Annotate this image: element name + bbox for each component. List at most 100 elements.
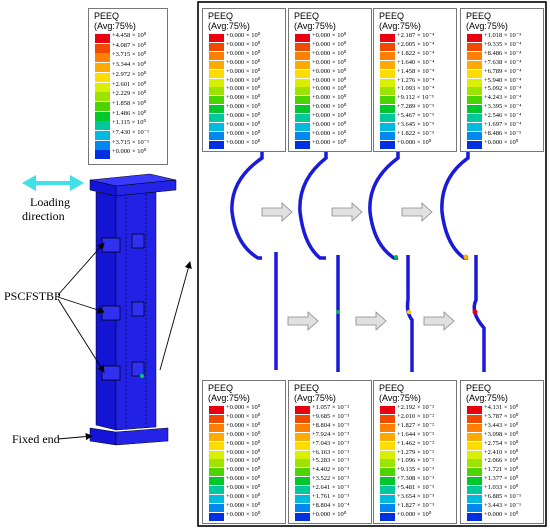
legend-swatch	[380, 60, 395, 69]
legend-value: +0.000 × 10⁰	[226, 439, 261, 447]
legend-swatch	[95, 121, 110, 131]
legend-value: +2.754 × 10⁰	[484, 439, 519, 447]
legend-title: PEEQ	[379, 383, 405, 393]
legend-subtitle: (Avg:75%)	[466, 21, 508, 31]
legend-swatch	[380, 441, 395, 450]
legend-value: +1.276 × 10⁻⁴	[397, 76, 435, 84]
legend-swatch	[209, 486, 224, 495]
legend-value: +0.000 × 10⁰	[312, 40, 347, 48]
legend-value: +1.462 × 10⁻²	[397, 439, 435, 447]
legend-swatch	[380, 105, 395, 114]
legend-swatch	[209, 78, 224, 87]
legend-swatch	[295, 114, 310, 123]
legend-value: +5.283 × 10⁻³	[312, 457, 350, 465]
legend-value: +7.430 × 10⁻¹	[112, 129, 150, 136]
legend-swatch	[467, 96, 482, 105]
legend-swatch	[209, 459, 224, 468]
legend-value: +4.458 × 10⁰	[112, 32, 147, 39]
legend-value: +1.640 × 10⁻⁴	[397, 58, 435, 66]
legend-swatch	[295, 69, 310, 78]
legend-value: +5.940 × 10⁻⁴	[484, 76, 522, 84]
legend-swatch	[467, 406, 482, 414]
legend-value: +0.000 × 10⁰	[312, 32, 347, 39]
fixed-end-leader	[57, 432, 93, 441]
legend-value: +8.486 × 10⁻⁴	[484, 49, 522, 57]
legend-value: +8.486 × 10⁻⁵	[484, 129, 522, 137]
legend-swatch	[295, 432, 310, 441]
legend-title: PEEQ	[294, 11, 320, 21]
legend-swatch	[467, 131, 482, 140]
legend-swatch	[295, 486, 310, 495]
legend-value: +0.000 × 10⁰	[112, 148, 147, 156]
legend-swatch	[467, 441, 482, 450]
top-legend-3: PEEQ(Avg:75%)+2.187 × 10⁻⁴+2.005 × 10⁻⁴+…	[373, 8, 457, 152]
legend-title: PEEQ	[208, 11, 234, 21]
legend-swatch	[295, 450, 310, 459]
legend-swatch	[295, 414, 310, 423]
legend-swatch	[209, 503, 224, 512]
legend-value: +7.043 × 10⁻³	[312, 439, 350, 447]
legend-subtitle: (Avg:75%)	[208, 393, 250, 403]
deformation-bottom-row	[274, 252, 486, 372]
legend-swatch	[95, 131, 110, 140]
legend-value: +3.443 × 10⁰	[484, 421, 519, 429]
legend-value: +0.000 × 10⁰	[312, 85, 347, 93]
legend-value: +0.000 × 10⁰	[397, 138, 432, 146]
legend-value: +0.000 × 10⁰	[226, 129, 261, 137]
legend-swatch	[467, 459, 482, 468]
legend-value: +0.000 × 10⁰	[226, 32, 261, 39]
legend-value: +0.000 × 10⁰	[226, 67, 261, 75]
legend-value: +2.972 × 10⁰	[112, 70, 147, 78]
legend-swatch	[380, 503, 395, 512]
legend-swatch	[209, 414, 224, 423]
bottom-legend-3: PEEQ(Avg:75%)+2.192 × 10⁻²+2.010 × 10⁻²+…	[373, 380, 457, 524]
legend-swatch	[295, 459, 310, 468]
legend-value: +1.057 × 10⁻²	[312, 404, 350, 411]
legend-swatch	[467, 477, 482, 486]
legend-swatch	[295, 423, 310, 432]
legend-value: +0.000 × 10⁰	[226, 421, 261, 429]
legend-swatch	[295, 512, 310, 521]
legend-value: +0.000 × 10⁰	[226, 40, 261, 48]
legend-value: +0.000 × 10⁰	[312, 94, 347, 102]
legend-value: +5.467 × 10⁻⁵	[397, 112, 435, 120]
legend-swatch	[380, 406, 395, 414]
legend-swatch	[209, 423, 224, 432]
legend-value: +1.644 × 10⁻²	[397, 430, 435, 438]
legend-value: +3.715 × 10⁰	[112, 51, 147, 59]
legend-value: +0.000 × 10⁰	[226, 103, 261, 111]
legend-value: +0.000 × 10⁰	[226, 448, 261, 456]
legend-value: +6.789 × 10⁻⁴	[484, 67, 522, 75]
legend-swatch	[209, 51, 224, 60]
legend-value: +0.000 × 10⁰	[226, 404, 261, 411]
legend-swatch	[467, 140, 482, 149]
loading-label: Loading	[30, 195, 70, 209]
legend-swatch	[295, 123, 310, 131]
legend-value: +0.000 × 10⁰	[226, 412, 261, 420]
legend-swatch	[209, 105, 224, 114]
legend-swatch	[380, 486, 395, 495]
legend-swatch	[95, 82, 110, 92]
legend-value: +0.000 × 10⁰	[226, 484, 261, 492]
legend-swatch	[467, 123, 482, 131]
legend-value: +0.000 × 10⁰	[226, 501, 261, 509]
legend-value: +2.229 × 10⁰	[112, 90, 147, 98]
legend-title: PEEQ	[466, 383, 492, 393]
progression-arrows	[261, 202, 455, 331]
legend-value: +0.000 × 10⁰	[312, 138, 347, 146]
legend-swatch	[380, 140, 395, 149]
fixed-end-label: Fixed end	[12, 432, 60, 446]
legend-value: +0.000 × 10⁰	[312, 58, 347, 66]
legend-swatch	[467, 34, 482, 42]
legend-swatch	[467, 512, 482, 521]
legend-value: +1.721 × 10⁰	[484, 466, 519, 474]
legend-value: +1.761 × 10⁻³	[312, 493, 350, 500]
legend-swatch	[380, 459, 395, 468]
pscfstbp-leaders	[57, 242, 105, 373]
legend-value: +3.443 × 10⁻¹	[484, 501, 522, 509]
detail-leader	[159, 261, 192, 371]
legend-value: +0.000 × 10⁰	[484, 510, 519, 518]
legend-value: +7.638 × 10⁻⁴	[484, 58, 522, 66]
legend-value: +1.033 × 10⁰	[484, 484, 519, 492]
legend-value: +0.000 × 10⁰	[226, 430, 261, 438]
